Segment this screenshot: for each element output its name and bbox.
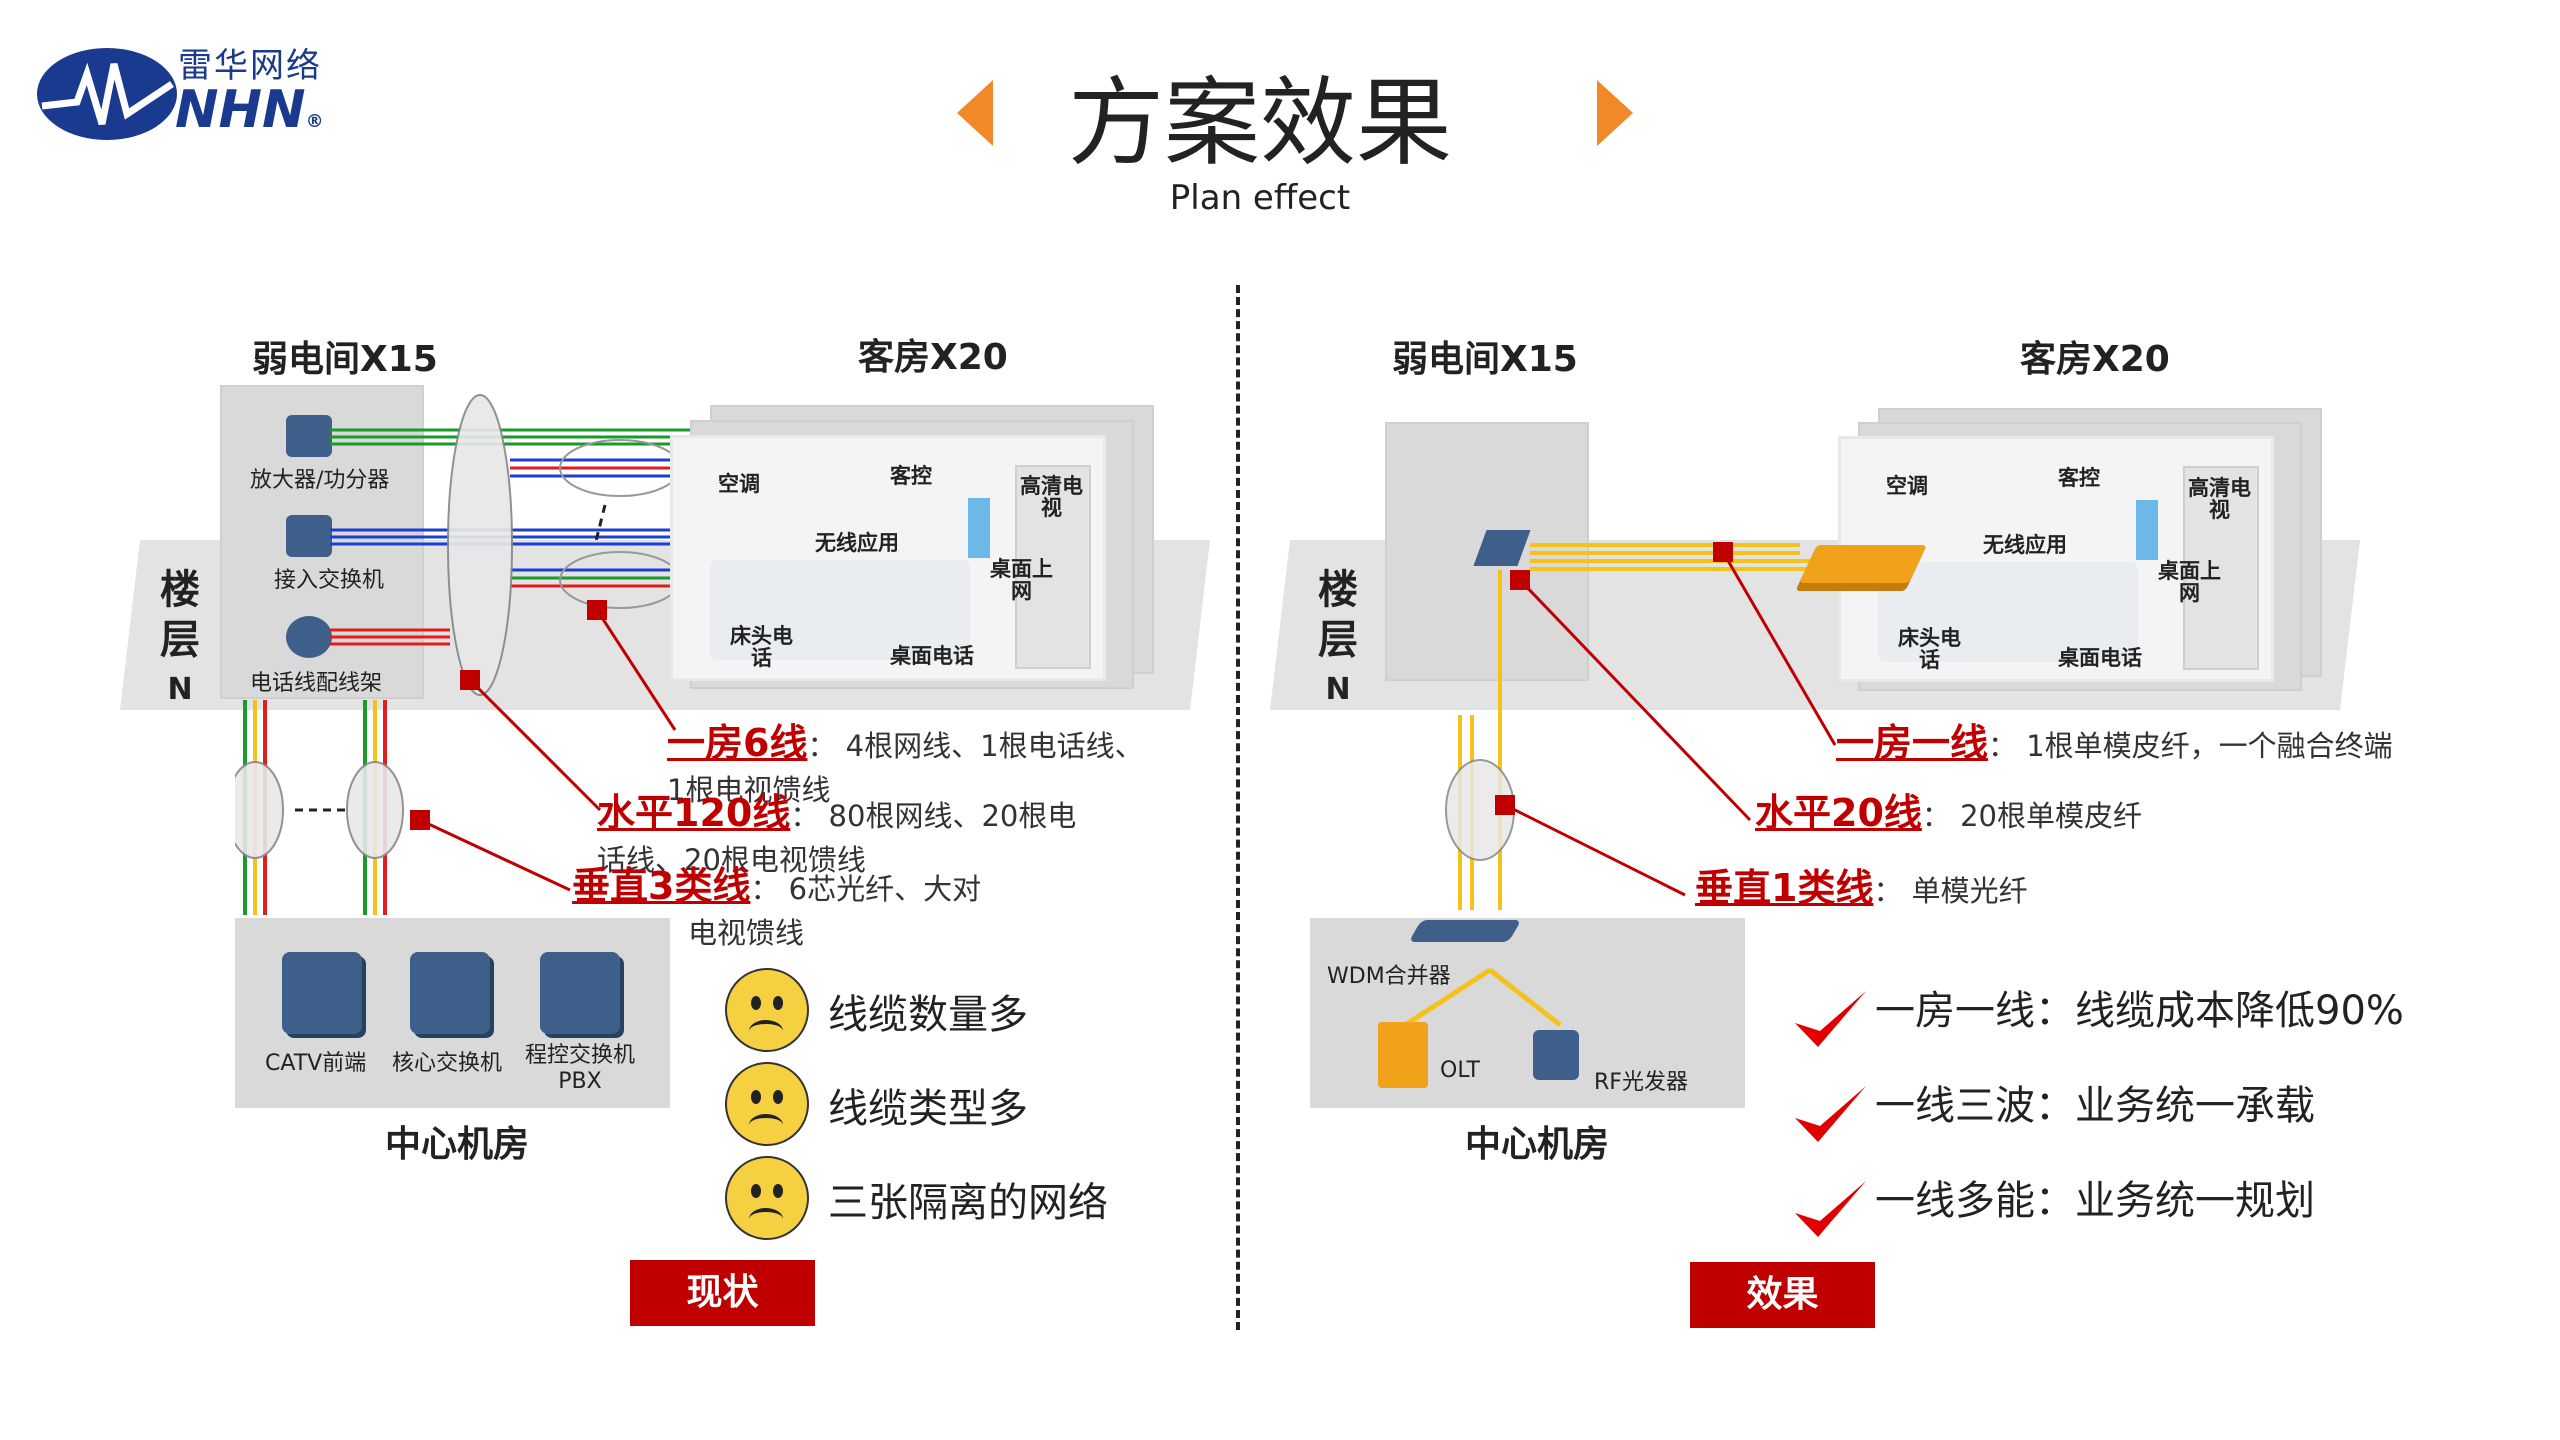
pbx-icon bbox=[540, 952, 620, 1034]
benefit-2: 一线三波：业务统一承载 bbox=[1875, 1083, 2315, 1129]
sad-face-icon bbox=[725, 1156, 809, 1240]
right-fiber-lines bbox=[1445, 543, 1820, 910]
check-icon bbox=[1795, 991, 1866, 1047]
right-room-ac: 空调 bbox=[1886, 474, 1928, 498]
left-vertical-cables bbox=[235, 700, 404, 915]
right-room-tv-screen bbox=[2136, 500, 2158, 560]
logo-mark bbox=[37, 48, 177, 140]
phone-rack-icon bbox=[286, 616, 332, 658]
core-switch-icon bbox=[410, 952, 490, 1034]
right-callout-horizontal: 水平20线： 20根单模皮纤 bbox=[1755, 791, 2143, 835]
next-arrow-icon[interactable] bbox=[1595, 78, 1635, 148]
catv-icon bbox=[282, 952, 362, 1034]
check-icon bbox=[1795, 1181, 1866, 1237]
sad-face-icon bbox=[725, 968, 809, 1052]
right-callout-pointers bbox=[1495, 542, 1837, 897]
left-center-room-title: 中心机房 bbox=[385, 1124, 530, 1165]
problem-1: 线缆数量多 bbox=[828, 992, 1028, 1038]
left-weak-room-title: 弱电间X15 bbox=[252, 339, 438, 380]
right-room-wardrobe bbox=[2183, 466, 2259, 670]
right-room-desk-net: 桌面上网 bbox=[2158, 559, 2221, 605]
benefit-3: 一线多能：业务统一规划 bbox=[1875, 1178, 2315, 1224]
left-room-bed bbox=[710, 560, 970, 660]
right-center-room-title: 中心机房 bbox=[1465, 1124, 1610, 1165]
right-weak-room-title: 弱电间X15 bbox=[1392, 339, 1578, 380]
benefit-1: 一房一线：线缆成本降低90% bbox=[1875, 988, 2404, 1034]
left-callout-horizontal: 水平120线： 80根网线、20根电 话线、20根电视馈线 bbox=[597, 791, 1077, 877]
prev-arrow-icon[interactable] bbox=[955, 78, 995, 148]
left-cable-bundle bbox=[330, 394, 700, 696]
right-room-bed-phone: 床头电话 bbox=[1898, 626, 1961, 672]
left-room-desk-net: 桌面上网 bbox=[990, 557, 1053, 603]
core-switch-label: 核心交换机 bbox=[392, 1051, 503, 1076]
right-guest-room-title: 客房X20 bbox=[2020, 339, 2170, 380]
rf-label: RF光发器 bbox=[1594, 1070, 1688, 1095]
logo-chinese-name: 雷华网络 bbox=[178, 46, 322, 86]
logo-english-name: NHN® bbox=[175, 80, 324, 140]
left-room-desk-phone: 桌面电话 bbox=[890, 644, 974, 668]
effect-button[interactable]: 效果 bbox=[1690, 1262, 1875, 1328]
rf-transmitter-icon bbox=[1533, 1030, 1579, 1080]
amplifier-label: 放大器/功分器 bbox=[250, 468, 390, 493]
left-room-control: 客控 bbox=[890, 464, 932, 488]
right-room-control: 客控 bbox=[2058, 466, 2100, 490]
access-switch-label: 接入交换机 bbox=[274, 568, 385, 593]
status-button[interactable]: 现状 bbox=[630, 1260, 815, 1326]
right-room-desk-phone: 桌面电话 bbox=[2058, 646, 2142, 670]
page-subtitle: Plan effect bbox=[1169, 178, 1351, 218]
right-center-links bbox=[1403, 967, 1562, 1028]
left-room-wardrobe bbox=[1015, 465, 1091, 669]
phone-rack-label: 电话线配线架 bbox=[250, 671, 383, 696]
olt-label: OLT bbox=[1440, 1058, 1480, 1083]
problem-3: 三张隔离的网络 bbox=[828, 1180, 1108, 1226]
amplifier-icon bbox=[286, 415, 332, 457]
left-room-tv-screen bbox=[968, 498, 990, 558]
left-room-wireless: 无线应用 bbox=[815, 531, 899, 555]
right-callout-vertical: 垂直1类线： 单模光纤 bbox=[1695, 866, 2028, 910]
left-callout-pointers bbox=[410, 600, 677, 892]
left-callout-room: 一房6线： 4根网线、1根电话线、 1根电视馈线 bbox=[667, 721, 1144, 807]
left-room-bed-phone: 床头电话 bbox=[730, 624, 793, 670]
problem-2: 线缆类型多 bbox=[828, 1086, 1028, 1132]
left-room-ac: 空调 bbox=[718, 472, 760, 496]
left-guest-room-title: 客房X20 bbox=[858, 337, 1008, 378]
right-room-bed bbox=[1878, 562, 2138, 662]
page-title: 方案效果 bbox=[1068, 67, 1452, 179]
olt-icon bbox=[1378, 1022, 1428, 1088]
right-room-hdtv: 高清电视 bbox=[2188, 476, 2251, 522]
left-room-hdtv: 高清电视 bbox=[1020, 474, 1083, 520]
right-callout-room: 一房一线： 1根单模皮纤，一个融合终端 bbox=[1836, 721, 2393, 765]
center-divider bbox=[1236, 285, 1240, 1330]
sad-face-icon bbox=[725, 1062, 809, 1146]
wdm-combiner-icon bbox=[1408, 920, 1522, 942]
wdm-label: WDM合并器 bbox=[1327, 964, 1451, 989]
check-icon bbox=[1795, 1086, 1866, 1142]
catv-label: CATV前端 bbox=[265, 1051, 367, 1076]
right-room-wireless: 无线应用 bbox=[1983, 533, 2067, 557]
access-switch-icon bbox=[286, 515, 332, 557]
